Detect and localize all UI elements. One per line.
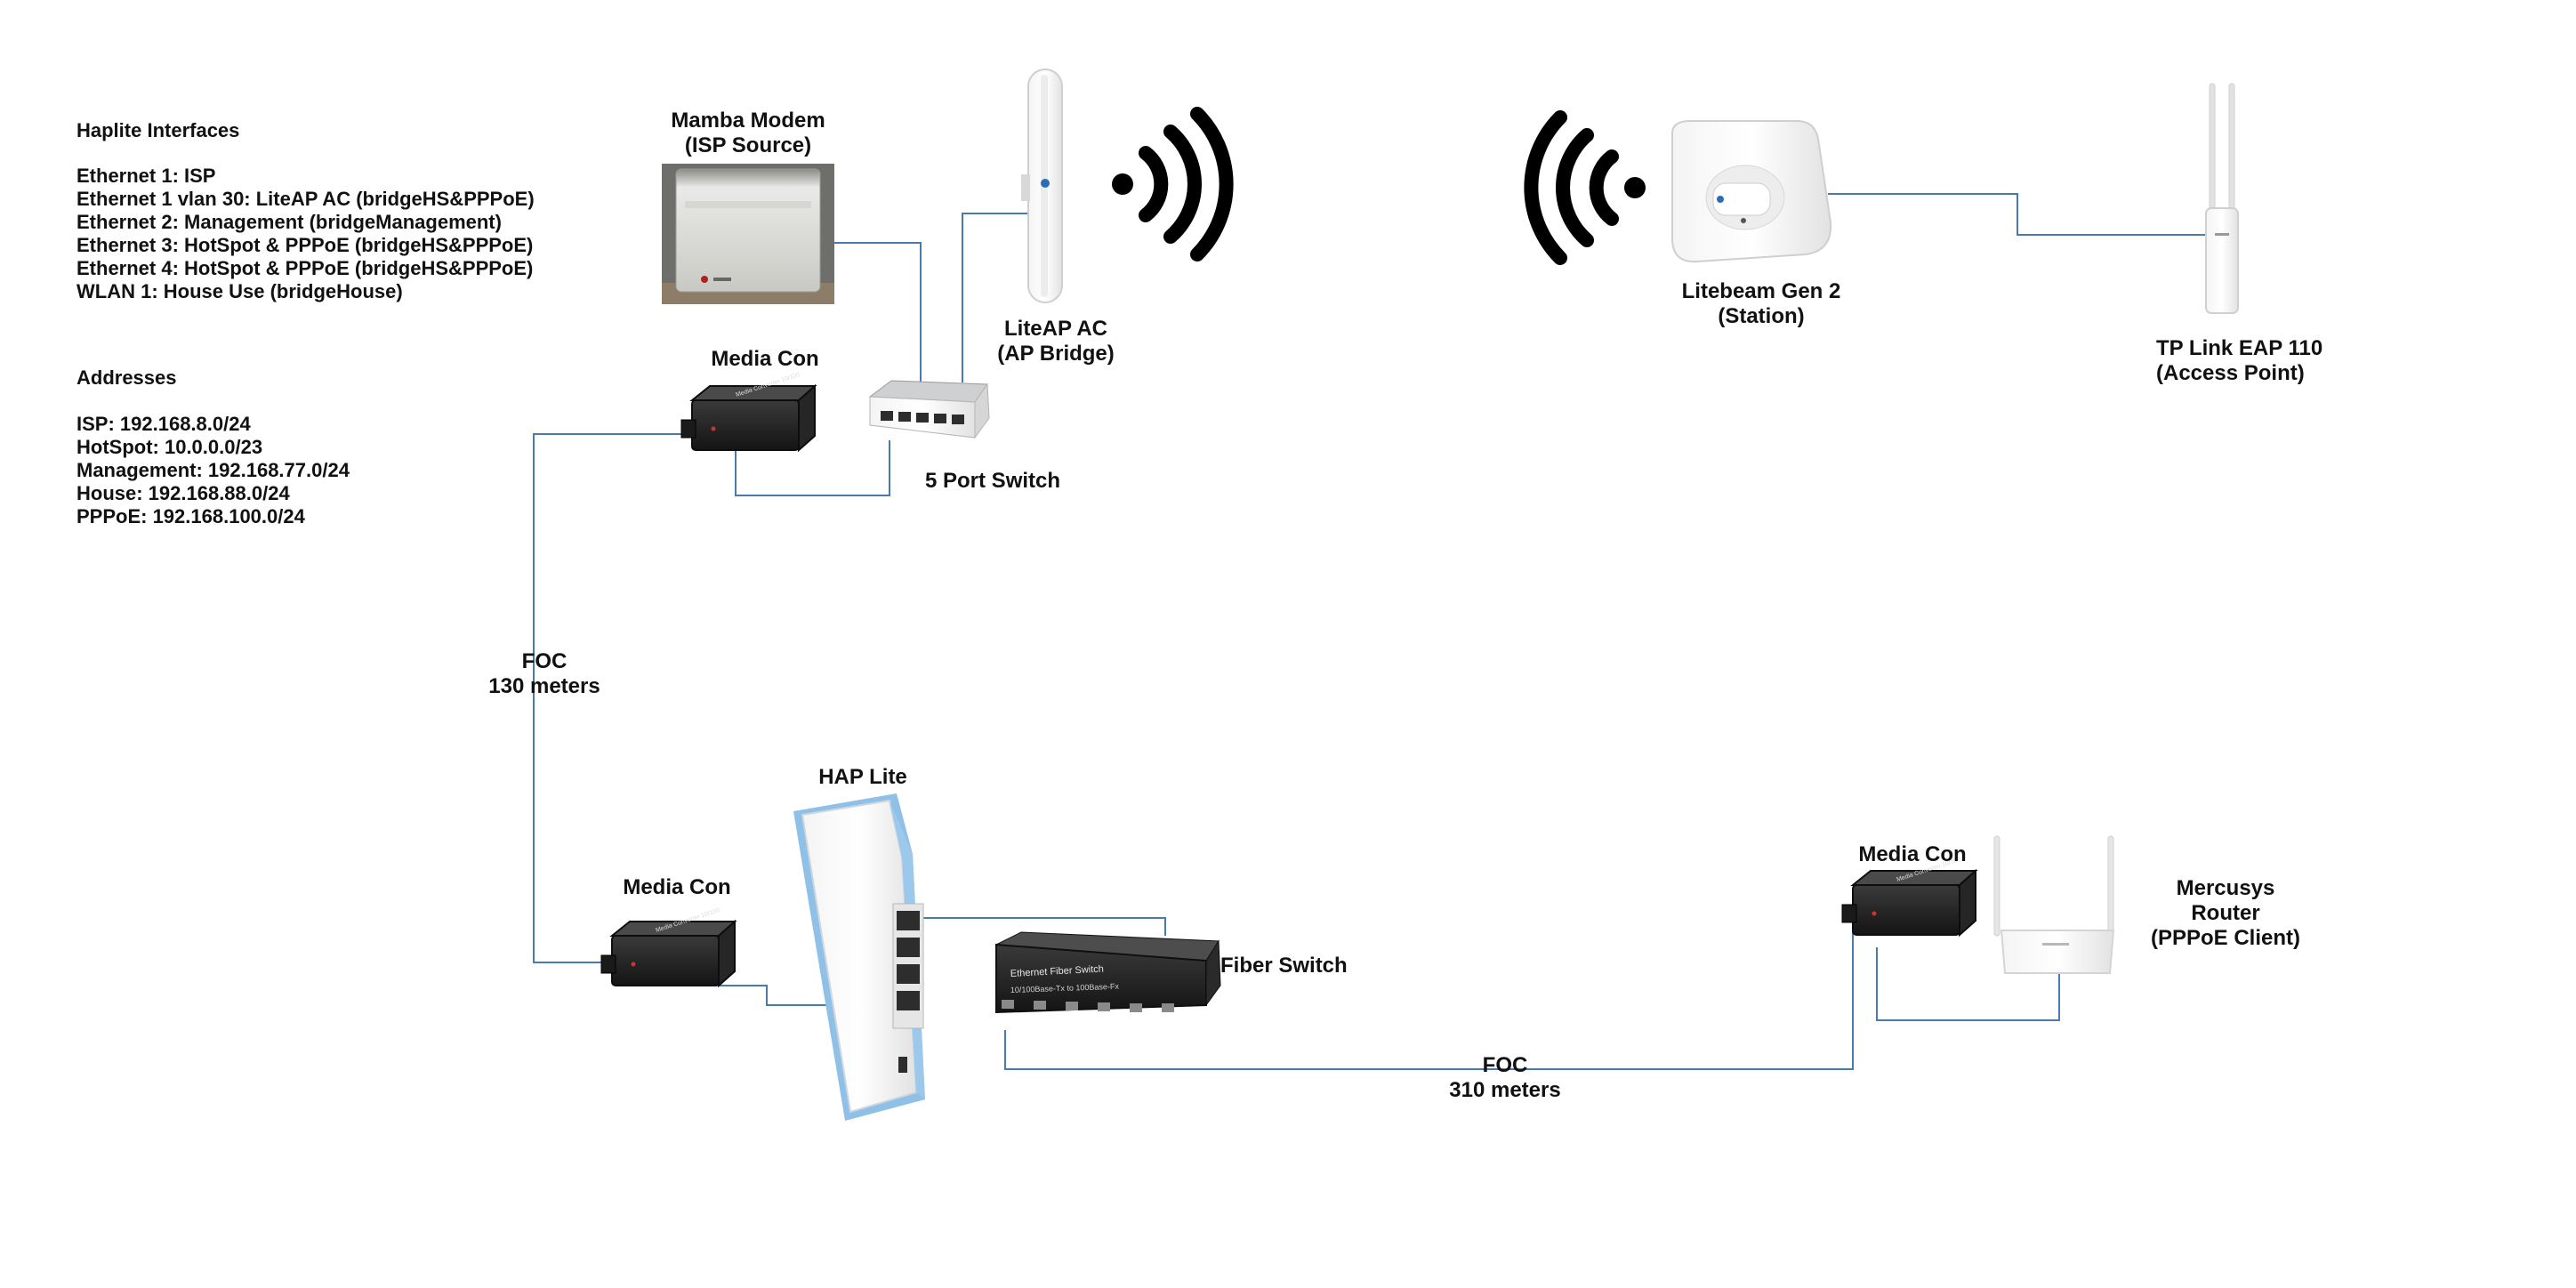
media-con-top-label: Media Con (711, 347, 819, 371)
fiber-switch-front-label: Ethernet Fiber Switch (1010, 964, 1105, 979)
wifi-signal-right-icon (1112, 107, 1234, 262)
litebeam-label: Litebeam Gen 2 (Station) (1681, 279, 1841, 328)
address-entry: Management: 192.168.77.0/24 (76, 459, 350, 481)
address-entry: ISP: 192.168.8.0/24 (76, 413, 251, 435)
hap-lite-label: HAP Lite (818, 765, 907, 789)
interface-entry: Ethernet 2: Management (bridgeManagement… (76, 211, 502, 233)
mamba-modem-label: Mamba Modem (ISP Source) (671, 109, 825, 157)
cable-litebeam-to-tplink (1828, 193, 2215, 236)
five-port-switch-image (868, 380, 990, 439)
media-converter-left-image (600, 906, 736, 986)
cable-foc-310m (1004, 932, 1854, 1070)
fiber-switch-front-sub: 10/100Base-Tx to 100Base-Fx (1010, 982, 1120, 994)
interfaces-list: Ethernet 1: ISP Ethernet 1 vlan 30: Lite… (76, 165, 535, 303)
cable-liteap-to-switch (962, 213, 1030, 382)
cables (533, 193, 2215, 1070)
interfaces-heading: Haplite Interfaces (76, 119, 240, 141)
mercusys-router-image (1993, 835, 2115, 974)
cable-mediacon-to-mercusys (1876, 947, 2060, 1021)
media-con-right-label: Media Con (1858, 842, 1967, 866)
hap-lite-image (793, 793, 925, 1121)
mamba-modem-image (662, 164, 834, 304)
liteap-ac-image (1021, 68, 1063, 303)
interface-entry: Ethernet 4: HotSpot & PPPoE (bridgeHS&PP… (76, 257, 534, 279)
tplink-label: TP Link EAP 110 (Access Point) (2156, 336, 2323, 385)
foc-310m-label: FOC 310 meters (1449, 1053, 1561, 1102)
interface-entry: WLAN 1: House Use (bridgeHouse) (76, 280, 403, 302)
media-converter-right-image (1841, 856, 1976, 936)
cable-modem-to-switch (833, 242, 922, 382)
interface-entry: Ethernet 3: HotSpot & PPPoE (bridgeHS&PP… (76, 234, 534, 256)
mercusys-label: Mercusys Router (PPPoE Client) (2150, 876, 2300, 950)
cable-hap-to-fiber-switch (902, 917, 1166, 936)
fiber-switch-label: Fiber Switch (1220, 954, 1348, 978)
five-port-switch-label: 5 Port Switch (925, 469, 1061, 493)
addresses-list: ISP: 192.168.8.0/24 HotSpot: 10.0.0.0/23… (76, 413, 350, 528)
wifi-signal-left-icon (1524, 110, 1646, 265)
interface-entry: Ethernet 1: ISP (76, 165, 216, 187)
address-entry: HotSpot: 10.0.0.0/23 (76, 436, 263, 458)
fiber-switch-image: Ethernet Fiber Switch 10/100Base-Tx to 1… (994, 931, 1221, 1014)
interface-entry: Ethernet 1 vlan 30: LiteAP AC (bridgeHS&… (76, 188, 535, 210)
addresses-heading: Addresses (76, 366, 177, 389)
media-converter-top-image (680, 371, 816, 451)
cable-mediacon-to-switch (735, 440, 890, 496)
liteap-ac-label: LiteAP AC (AP Bridge) (997, 317, 1115, 366)
address-entry: House: 192.168.88.0/24 (76, 482, 290, 504)
media-con-left-label: Media Con (623, 875, 731, 899)
tplink-eap110-image (2205, 83, 2239, 314)
foc-130m-label: FOC 130 meters (488, 649, 600, 698)
cable-foc-130m (533, 433, 694, 963)
address-entry: PPPoE: 192.168.100.0/24 (76, 505, 305, 527)
litebeam-gen2-image (1671, 120, 1832, 263)
